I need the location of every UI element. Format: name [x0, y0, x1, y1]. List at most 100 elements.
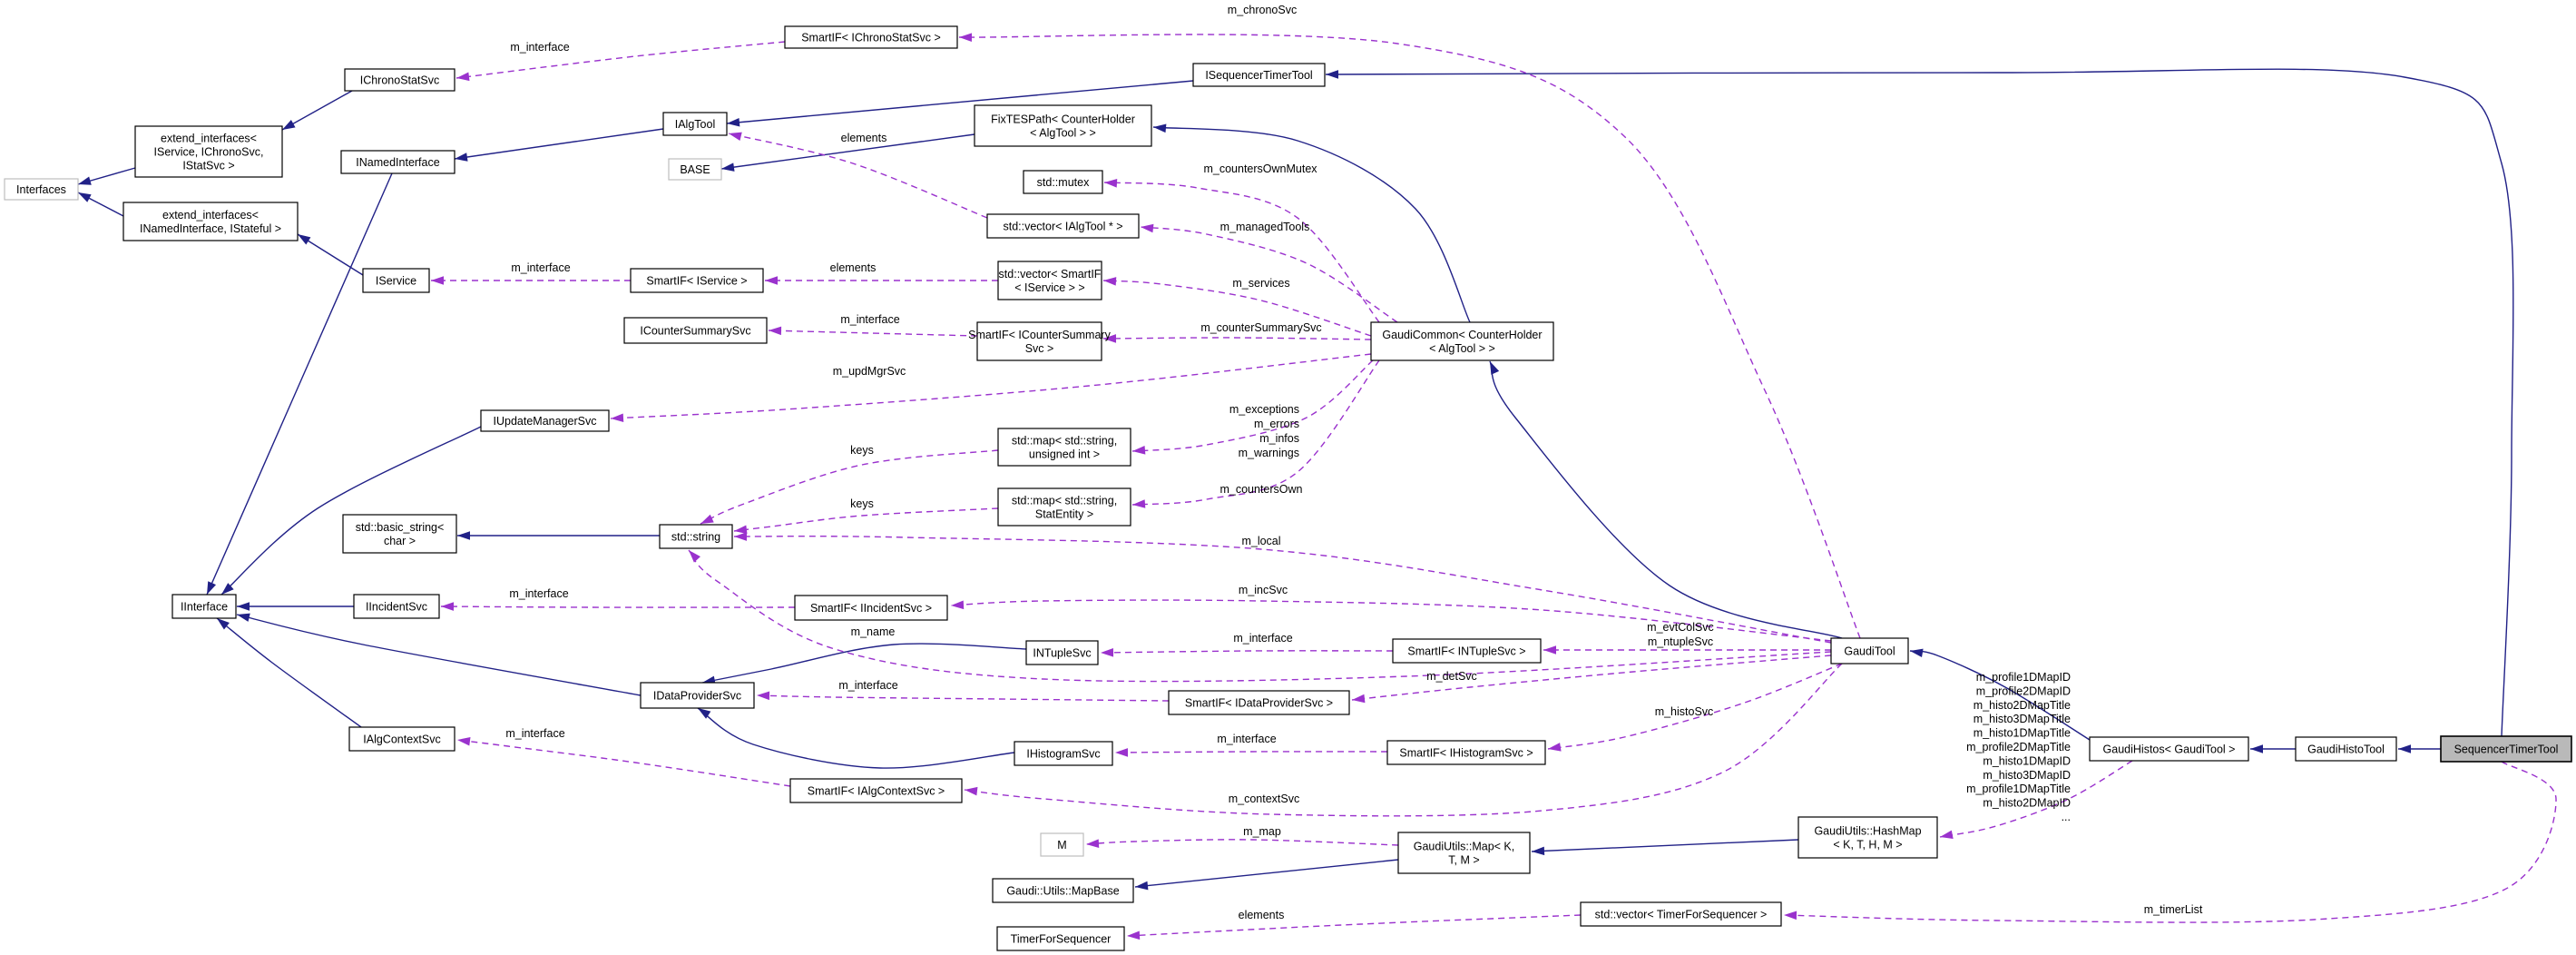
node-gauditool[interactable]: GaudiTool: [1830, 637, 1909, 665]
node-smartif-iincidentsvc[interactable]: SmartIF< IIncidentSvc >: [794, 595, 948, 621]
node-smartif-ichronostatsvc[interactable]: SmartIF< IChronoStatSvc >: [784, 25, 958, 49]
node-fixtespath[interactable]: FixTESPath< CounterHolder< AlgTool > >: [974, 104, 1152, 147]
node-box-idataprovidersvc[interactable]: [640, 682, 755, 709]
node-idataprovidersvc[interactable]: IDataProviderSvc: [640, 682, 755, 709]
node-box-isequencertimertool[interactable]: [1192, 63, 1326, 87]
node-box-smartif-idataprovidersvc[interactable]: [1168, 690, 1350, 715]
node-map-string-uint[interactable]: std::map< std::string,unsigned int >: [997, 428, 1131, 467]
node-box-gaudiutils-map[interactable]: [1397, 832, 1531, 874]
node-gaudihistotool[interactable]: GaudiHistoTool: [2295, 736, 2397, 762]
node-extend-interfaces-service[interactable]: extend_interfaces<IService, IChronoSvc,I…: [134, 125, 283, 178]
node-mapbase[interactable]: Gaudi::Utils::MapBase: [992, 878, 1134, 903]
node-label-smartif-intuplesvc: SmartIF< INTupleSvc >: [1407, 645, 1525, 658]
node-box-smartif-ialgcontextsvc[interactable]: [789, 778, 963, 803]
node-smartif-iservice[interactable]: SmartIF< IService >: [630, 268, 764, 293]
node-iinterface[interactable]: IInterface: [171, 594, 237, 619]
node-box-gaudiutils-hashmap[interactable]: [1797, 816, 1938, 859]
node-isequencertimertool[interactable]: ISequencerTimerTool: [1192, 63, 1326, 87]
node-label-gaudicommon-0: GaudiCommon< CounterHolder: [1382, 329, 1542, 341]
node-box-vector-timerforsequencer[interactable]: [1580, 901, 1782, 927]
node-iservice[interactable]: IService: [362, 268, 430, 293]
node-inamedinterface[interactable]: INamedInterface: [340, 150, 455, 174]
node-label-extend-interfaces-service-0: extend_interfaces<: [161, 133, 257, 145]
node-box-smartif-ihistogramsvc[interactable]: [1386, 740, 1546, 765]
node-ihistogramsvc[interactable]: IHistogramSvc: [1014, 741, 1113, 766]
node-gaudihistos[interactable]: GaudiHistos< GaudiTool >: [2089, 736, 2249, 762]
node-label-ichronostatsvc: IChronoStatSvc: [360, 74, 440, 87]
node-extend-interfaces-named[interactable]: extend_interfaces<INamedInterface, IStat…: [122, 202, 299, 241]
node-box-ihistogramsvc[interactable]: [1014, 741, 1113, 766]
node-box-gaudicommon[interactable]: [1370, 321, 1554, 361]
node-box-smartif-intuplesvc[interactable]: [1392, 638, 1542, 664]
node-box-smartif-ichronostatsvc[interactable]: [784, 25, 958, 49]
node-icountersummarysvc[interactable]: ICounterSummarySvc: [623, 317, 768, 344]
node-box-timerforsequencer[interactable]: [996, 926, 1125, 951]
node-box-map-string-uint[interactable]: [997, 428, 1131, 467]
node-smartif-ihistogramsvc[interactable]: SmartIF< IHistogramSvc >: [1386, 740, 1546, 765]
edge-map-string-uint-to-std-string: [700, 449, 999, 525]
node-map-string-statentity[interactable]: std::map< std::string,StatEntity >: [997, 487, 1131, 527]
edge-gaudicommon-to-iupdatemanagersvc: [610, 353, 1372, 419]
inheritance-arrowhead: [221, 583, 234, 595]
node-box-std-mutex[interactable]: [1023, 170, 1103, 194]
node-box-iupdatemanagersvc[interactable]: [480, 409, 610, 432]
node-box-gauditool[interactable]: [1830, 637, 1909, 665]
edge-label-gaudicommon-to-map-string-uint-1: m_errors: [1254, 418, 1299, 430]
node-smartif-icountersummarysvc[interactable]: SmartIF< ICounterSummarySvc >: [968, 321, 1112, 361]
edge-label-gaudicommon-to-std-mutex: m_countersOwnMutex: [1203, 162, 1317, 175]
node-box-vector-ialgtool[interactable]: [986, 213, 1140, 239]
edge-vector-ialgtool-to-ialgtool: [728, 133, 988, 219]
node-std-string[interactable]: std::string: [659, 524, 733, 549]
node-box-gaudihistotool[interactable]: [2295, 736, 2397, 762]
usage-arrowhead: [769, 326, 782, 336]
node-box-iincidentsvc[interactable]: [353, 594, 440, 619]
node-ialgcontextsvc[interactable]: IAlgContextSvc: [348, 726, 455, 752]
node-timerforsequencer[interactable]: TimerForSequencer: [996, 926, 1125, 951]
edge-gaudicommon-to-vector-smartif-iservice: [1102, 280, 1372, 337]
node-vector-smartif-iservice[interactable]: std::vector< SmartIF< IService > >: [997, 261, 1102, 300]
node-smartif-idataprovidersvc[interactable]: SmartIF< IDataProviderSvc >: [1168, 690, 1350, 715]
node-box-ichronostatsvc[interactable]: [344, 68, 455, 92]
edge-label-gaudicommon-to-map-string-uint-0: m_exceptions: [1229, 403, 1299, 416]
node-iincidentsvc[interactable]: IIncidentSvc: [353, 594, 440, 619]
node-std-mutex[interactable]: std::mutex: [1023, 170, 1103, 194]
node-box-ialgcontextsvc[interactable]: [348, 726, 455, 752]
node-box-vector-smartif-iservice[interactable]: [997, 261, 1102, 300]
node-box-fixtespath[interactable]: [974, 104, 1152, 147]
usage-arrowhead: [734, 525, 748, 535]
node-vector-timerforsequencer[interactable]: std::vector< TimerForSequencer >: [1580, 901, 1782, 927]
usage-arrowhead: [1115, 748, 1129, 757]
node-box-gaudihistos[interactable]: [2089, 736, 2249, 762]
node-box-extend-interfaces-service[interactable]: [134, 125, 283, 178]
node-box-intuplesvc[interactable]: [1025, 640, 1099, 665]
node-box-ialgtool[interactable]: [662, 112, 728, 136]
node-box-icountersummarysvc[interactable]: [623, 317, 768, 344]
node-iupdatemanagersvc[interactable]: IUpdateManagerSvc: [480, 409, 610, 432]
node-box-smartif-iincidentsvc[interactable]: [794, 595, 948, 621]
node-ialgtool[interactable]: IAlgTool: [662, 112, 728, 136]
node-box-map-string-statentity[interactable]: [997, 487, 1131, 527]
node-box-inamedinterface[interactable]: [340, 150, 455, 174]
node-gaudiutils-map[interactable]: GaudiUtils::Map< K,T, M >: [1397, 832, 1531, 874]
node-vector-ialgtool[interactable]: std::vector< IAlgTool * >: [986, 213, 1140, 239]
node-box-smartif-iservice[interactable]: [630, 268, 764, 293]
node-box-std-basic-string[interactable]: [342, 514, 457, 554]
node-box-iservice[interactable]: [362, 268, 430, 293]
edge-gaudicommon-to-vector-ialgtool: [1140, 226, 1398, 323]
node-smartif-ialgcontextsvc[interactable]: SmartIF< IAlgContextSvc >: [789, 778, 963, 803]
node-box-iinterface[interactable]: [171, 594, 237, 619]
usage-arrowhead: [1940, 830, 1954, 840]
node-std-basic-string[interactable]: std::basic_string<char >: [342, 514, 457, 554]
node-gaudicommon[interactable]: GaudiCommon< CounterHolder< AlgTool > >: [1370, 321, 1554, 361]
node-box-std-string[interactable]: [659, 524, 733, 549]
node-box-extend-interfaces-named[interactable]: [122, 202, 299, 241]
node-intuplesvc[interactable]: INTupleSvc: [1025, 640, 1099, 665]
node-ichronostatsvc[interactable]: IChronoStatSvc: [344, 68, 455, 92]
node-smartif-intuplesvc[interactable]: SmartIF< INTupleSvc >: [1392, 638, 1542, 664]
node-gaudiutils-hashmap[interactable]: GaudiUtils::HashMap< K, T, H, M >: [1797, 816, 1938, 859]
inheritance-arrowhead: [217, 618, 230, 630]
node-box-mapbase[interactable]: [992, 878, 1134, 903]
node-box-smartif-icountersummarysvc[interactable]: [976, 321, 1102, 361]
